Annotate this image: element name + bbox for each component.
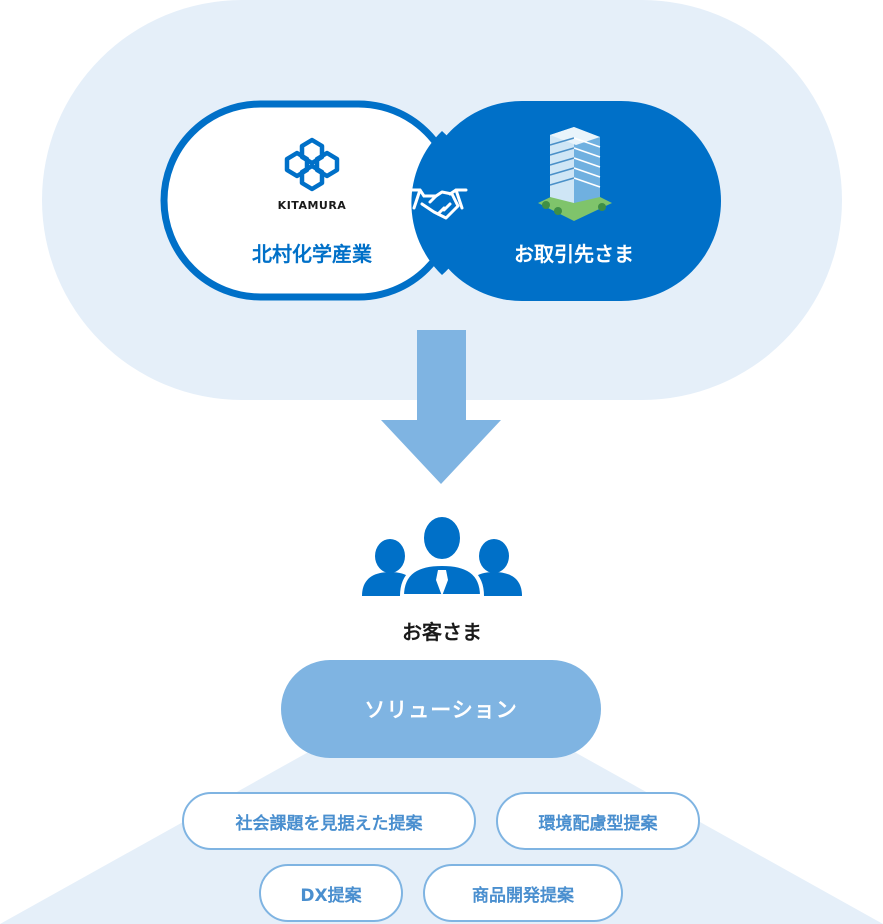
handshake-icon (408, 188, 468, 220)
solution-title: ソリューション (364, 698, 518, 722)
proposal-dx: DX提案 (259, 864, 403, 922)
proposal-eco-friendly: 環境配慮型提案 (496, 792, 700, 850)
proposal-product-development: 商品開発提案 (423, 864, 623, 922)
customers-group-icon (362, 514, 522, 598)
partner-name: お取引先さま (514, 242, 634, 266)
kitamura-logo-icon (284, 137, 340, 192)
customer-label: お客さま (402, 620, 482, 644)
solution-title-pill: ソリューション (281, 660, 601, 758)
kitamura-logo-text: KITAMURA (277, 199, 347, 212)
down-arrow-icon (381, 330, 501, 484)
building-icon (538, 127, 612, 221)
overlap-lens (411, 131, 475, 275)
company-name: 北村化学産業 (252, 242, 372, 266)
proposal-social-issues: 社会課題を見据えた提案 (182, 792, 476, 850)
